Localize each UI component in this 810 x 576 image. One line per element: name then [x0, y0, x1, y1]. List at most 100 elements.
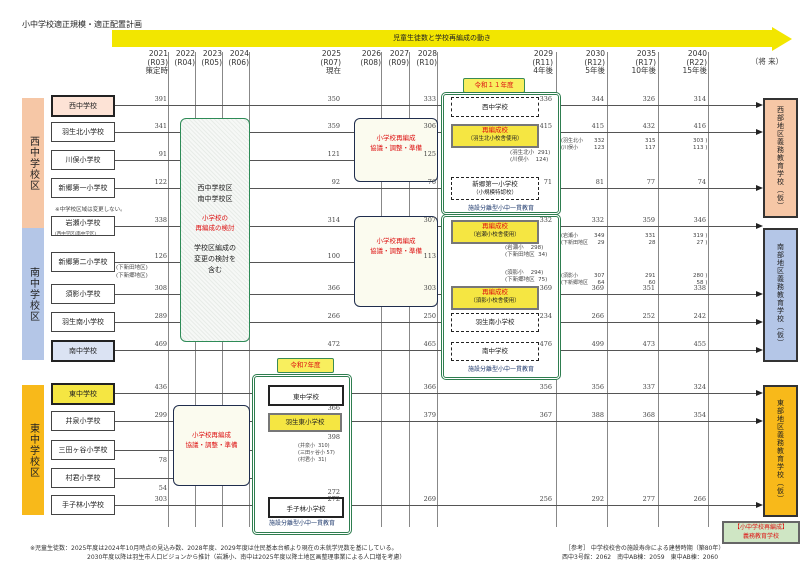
- south-compulsory-school: 南部地区義務教育学校（仮）: [763, 228, 798, 362]
- district-east: 東中学校区: [22, 385, 44, 515]
- enrollment-value: 338: [154, 216, 167, 224]
- enrollment-value: 113: [423, 252, 436, 260]
- enrollment-value: 366: [423, 383, 436, 391]
- enrollment-value: 367: [539, 411, 552, 419]
- year-reiwa: (R05): [201, 57, 222, 67]
- compulsory-note-1: 【小中学校再編成】: [733, 524, 788, 531]
- year-year: 2029: [533, 49, 553, 58]
- nishi-jh-2029: 西中学校: [451, 97, 539, 117]
- connector-line: [115, 105, 760, 106]
- enrollment-value: 415: [539, 122, 552, 130]
- enrollment-value: 336: [539, 95, 552, 103]
- box-label: 南中学校: [482, 347, 508, 355]
- enrollment-value: 359: [327, 122, 340, 130]
- year-reiwa: (R03): [147, 57, 168, 67]
- enrollment-value: 234: [539, 312, 552, 320]
- school-box: 三田ヶ谷小学校: [51, 440, 115, 460]
- column-divider: [658, 52, 659, 527]
- box-label: 羽生東小学校: [285, 418, 325, 426]
- enrollment-value: 266: [327, 312, 340, 320]
- review-box: 西中学校区 南中学校区 小学校の 再編成の検討 学校区編成の 変更の検討を 含む: [180, 118, 250, 342]
- enrollment-value: 368: [642, 411, 655, 419]
- enrollment-value: 126: [154, 252, 167, 260]
- review-line1: 西中学校区: [197, 184, 233, 192]
- year-header-2028: 2028(R10): [411, 49, 437, 67]
- enrollment-value: 306: [423, 122, 436, 130]
- year-header-2035: 2035(R17)10年後: [616, 49, 656, 76]
- reiwa11-label: 令和１１年度: [463, 78, 525, 93]
- year-note: 5年後: [585, 66, 605, 75]
- breakdown-label: (須影小 (下新郷地区: [561, 273, 588, 286]
- enrollment-value: 307: [423, 216, 436, 224]
- year-reiwa: (R22): [686, 57, 707, 67]
- connector-line: [115, 160, 437, 161]
- breakdown-label: (羽生北小 (川俣小: [561, 138, 583, 151]
- enrollment-value: 252: [642, 312, 655, 320]
- footer-ref-1: ［参考］ 中学校校舎の施設寿命による建替時期（築80年）: [565, 545, 725, 552]
- reorg-school-iwase: 再編成校 （岩瀬小校舎使用）: [451, 220, 539, 244]
- year-header-2040: 2040(R22)15年後: [667, 49, 707, 76]
- school-box: 南中学校: [51, 340, 115, 362]
- caption-east: 施設分離型小中一貫教育: [268, 520, 335, 527]
- year-year: 2026: [361, 49, 381, 58]
- year-year: 2035: [636, 49, 656, 58]
- enrollment-value: 432: [642, 122, 655, 130]
- west-compulsory-school: 西部地区義務教育学校（仮）: [763, 98, 798, 218]
- enrollment-value: 100: [327, 252, 340, 260]
- enrollment-value: 369: [539, 284, 552, 292]
- enrollment-value: 476: [539, 340, 552, 348]
- enrollment-value: 341: [154, 122, 167, 130]
- enrollment-value: 369: [591, 284, 604, 292]
- hanyuhigashi-below: 398: [327, 433, 340, 441]
- reorg-label: 再編成校: [482, 126, 508, 134]
- school-box: 井泉小学校: [51, 411, 115, 431]
- breakdown-value: 319 ) 27 ): [693, 233, 708, 246]
- column-divider: [708, 52, 709, 527]
- compulsory-note-2: 義務教育学校: [742, 533, 779, 540]
- year-note: 現在: [326, 66, 341, 75]
- arrow-head-icon: [756, 502, 763, 508]
- connector-line: [115, 188, 760, 189]
- reorg-school-hanyukita: 再編成校 （羽生北小校舎使用）: [451, 124, 539, 148]
- box-label: 手子林小学校: [286, 504, 326, 513]
- reorg-line2: 協議・調整・準備: [185, 441, 238, 449]
- year-year: 2027: [389, 49, 409, 58]
- enrollment-value: 324: [693, 383, 706, 391]
- reorg-label: 再編成校: [482, 222, 508, 230]
- enrollment-value: 81: [595, 178, 604, 186]
- year-header-2025: 2025(R07)現在: [281, 49, 341, 76]
- enrollment-value: 356: [539, 383, 552, 391]
- enrollment-value: 351: [642, 284, 655, 292]
- year-year: 2024: [229, 49, 249, 58]
- enrollment-value: 379: [423, 411, 436, 419]
- enrollment-value: 314: [693, 95, 706, 103]
- review-line3: 学校区編成の: [194, 244, 236, 252]
- year-header-2029: 2029(R11)4年後: [513, 49, 553, 76]
- year-header-2026: 2026(R08): [355, 49, 381, 67]
- breakdown-east-2025: (井泉小 310) (三田ヶ谷小 57) (村君小 31): [298, 443, 335, 463]
- review-line5: 含む: [208, 266, 222, 274]
- enrollment-value: 121: [327, 150, 340, 158]
- enrollment-value: 54: [158, 484, 167, 492]
- review-red1: 小学校の: [202, 214, 228, 222]
- caption-west: 施設分離型小中一貫教育: [467, 205, 534, 212]
- review-red2: 再編成の検討: [195, 224, 235, 232]
- year-header-2024: 2024(R06): [223, 49, 249, 67]
- enrollment-value: 256: [539, 495, 552, 503]
- enrollment-value: 499: [591, 340, 604, 348]
- footer-note-1: ※児童生徒数：2025年度は2024年10月時点の見込み数、2028年度、202…: [30, 545, 398, 552]
- year-reiwa: (R09): [388, 57, 409, 67]
- enrollment-value: 292: [591, 495, 604, 503]
- connector-line: [115, 322, 760, 323]
- note-jh-unchanged: ※中学校区域は変更しない。: [55, 207, 126, 213]
- year-note: 策定時: [145, 66, 169, 75]
- enrollment-value: 473: [642, 340, 655, 348]
- enrollment-value: 76: [427, 178, 436, 186]
- enrollment-value: 303: [154, 495, 167, 503]
- breakdown-west-2029: (羽生北小 291) (川俣小 124): [510, 150, 551, 163]
- enrollment-value: 266: [693, 495, 706, 503]
- year-header-2027: 2027(R09): [383, 49, 409, 67]
- school-box: 新郷第一小学校: [51, 178, 115, 198]
- enrollment-value: 338: [693, 284, 706, 292]
- hanyuhigashi-2025: 羽生東小学校: [268, 413, 342, 432]
